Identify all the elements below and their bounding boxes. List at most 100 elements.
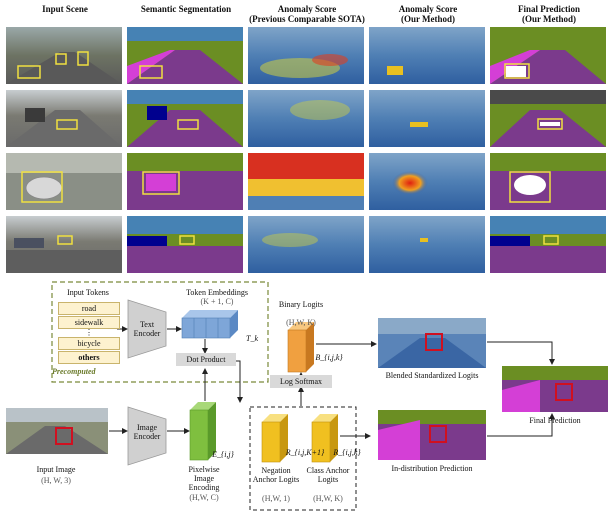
token-sidewalk: sidewalk — [58, 316, 120, 329]
row-4 — [6, 216, 606, 273]
row4-final-box — [543, 235, 559, 245]
precomputed-box — [51, 281, 269, 383]
input-image-dim: (H, W, 3) — [41, 476, 71, 485]
token-others: others — [58, 351, 120, 364]
negation-anchor-symbol: R_{i,j,K+1} — [285, 448, 325, 457]
binary-logits-dim: (H,W, K) — [286, 318, 316, 327]
binary-logits-label: Binary Logits — [278, 300, 324, 309]
row2-seg-sky — [127, 90, 243, 104]
row1-anomaly-ours — [369, 27, 485, 84]
in-dist-label: In-distribution Prediction — [391, 464, 473, 473]
row2-final-anomaly — [540, 122, 560, 126]
class-anchor-symbol: R_{i,j,k} — [333, 448, 361, 457]
precomputed-label: Precomputed — [52, 367, 96, 376]
row4-ours-hot — [420, 238, 428, 242]
anchor-logits-box — [249, 406, 357, 511]
log-softmax-box: Log Softmax — [270, 375, 332, 388]
row4-seg-road — [127, 246, 243, 273]
dot-product-box: Dot Product — [176, 353, 236, 366]
blended-label: Blended Standardized Logits — [385, 371, 479, 380]
eij-symbol: E_{i,j} — [212, 450, 234, 459]
text-encoder-label: Text Encoder — [133, 320, 161, 338]
header-final-line2: (Our Method) — [521, 14, 577, 24]
token-road: road — [58, 302, 120, 315]
row4-seg-cars — [127, 236, 167, 246]
row4-seg-sky — [127, 216, 243, 234]
negation-anchor-dim: (H,W, 1) — [262, 494, 290, 503]
row4-anomaly-box — [57, 235, 73, 245]
token-embeddings-dim: (K + 1, C) — [200, 297, 234, 306]
row1-final-anomaly — [506, 66, 526, 77]
arrow-dot-to-anchors — [236, 360, 243, 403]
header-semantic-segmentation: Semantic Segmentation — [140, 4, 232, 14]
row-1 — [6, 27, 606, 84]
row1-seg-sky — [127, 27, 243, 41]
row3-input-bg — [6, 153, 122, 173]
row1-ours-hot — [387, 66, 403, 75]
row4-cars — [14, 238, 44, 248]
text-encoder-shape — [127, 299, 167, 359]
row2-seg-car — [147, 106, 167, 120]
row2-ours-hot — [410, 122, 428, 127]
row2-seg-box — [177, 119, 199, 130]
class-anchor-dim: (H,W, K) — [313, 494, 343, 503]
row4-prev-heat — [262, 233, 318, 247]
row4-final-road — [490, 246, 606, 273]
arrow-blended-to-final — [487, 341, 555, 365]
row2-final-box — [537, 118, 563, 130]
final-prediction-thumb — [502, 366, 608, 412]
result-grid — [6, 27, 606, 273]
row-2 — [6, 90, 606, 147]
image-encoder-label: Image Encoder — [133, 423, 161, 441]
row3-anomaly-box — [21, 171, 63, 203]
binary-logits-shape — [287, 322, 314, 373]
token-bicycle: bicycle — [58, 337, 120, 350]
row1-seg-box — [139, 65, 163, 79]
header-anomaly-previous: Anomaly Score (Previous Comparable SOTA) — [248, 4, 366, 24]
tk-symbol: T_k — [246, 334, 258, 343]
class-anchor-label: Class Anchor Logits — [306, 466, 350, 484]
header-anomaly-previous-line2: (Previous Comparable SOTA) — [249, 14, 365, 24]
pixelwise-label: Pixelwise Image Encoding — [188, 465, 220, 492]
negation-anchor-shape — [261, 414, 288, 463]
row2-car — [25, 108, 45, 122]
row3-final-veg — [490, 153, 606, 171]
row4-seg-box — [179, 235, 195, 245]
negation-anchor-label: Negation Anchor Logits — [252, 466, 300, 484]
row3-prev-cool — [248, 196, 364, 210]
row2-anomaly-ours — [369, 90, 485, 147]
row4-road — [6, 250, 122, 273]
header-anomaly-ours-line1: Anomaly Score — [398, 4, 458, 14]
header-final-line1: Final Prediction — [517, 4, 581, 14]
image-encoder-shape — [127, 406, 167, 466]
arrow-indist-to-final — [487, 413, 555, 437]
row1-anomaly-box-2 — [55, 53, 67, 65]
row3-seg-veg — [127, 153, 243, 171]
row4-final-cars — [490, 236, 530, 246]
header-final-prediction: Final Prediction (Our Method) — [490, 4, 608, 24]
header-anomaly-ours-line2: (Our Method) — [400, 14, 456, 24]
row2-anomaly-prev — [248, 90, 364, 147]
header-anomaly-ours: Anomaly Score (Our Method) — [369, 4, 487, 24]
input-tokens-title: Input Tokens — [67, 288, 109, 297]
input-image-label: Input Image — [36, 465, 76, 474]
header-input-scene: Input Scene — [42, 4, 88, 14]
in-dist-thumb — [378, 410, 486, 460]
row4-final-sky — [490, 216, 606, 234]
row2-prev-heat — [290, 100, 350, 120]
row2-final-building — [490, 90, 606, 104]
row2-anomaly-box — [56, 119, 78, 130]
token-embeddings-label: Token Embeddings — [186, 288, 248, 297]
row1-prev-hot — [312, 54, 348, 66]
blended-logits-thumb — [378, 318, 486, 368]
row1-anomaly-box-1 — [17, 65, 41, 79]
pixelwise-dim: (H,W, C) — [189, 493, 219, 502]
row1-road — [6, 52, 122, 84]
class-anchor-shape — [311, 414, 338, 463]
header-anomaly-previous-line1: Anomaly Score — [277, 4, 337, 14]
pixelwise-encoding-shape — [189, 402, 216, 461]
row4-anomaly-prev — [248, 216, 364, 273]
row3-seg-object — [146, 174, 176, 191]
row3-final-box — [509, 171, 551, 203]
token-embeddings-stack — [181, 310, 238, 339]
